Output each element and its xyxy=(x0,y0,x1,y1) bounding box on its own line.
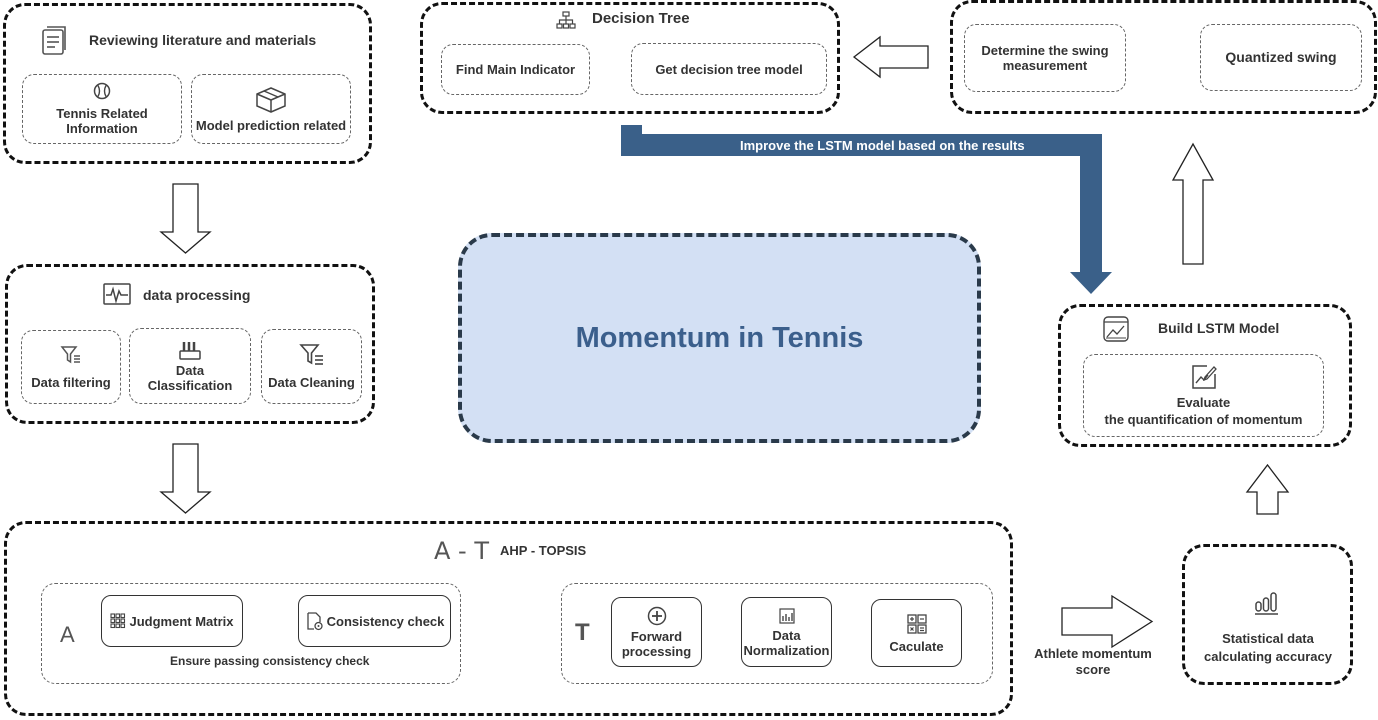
pulse-monitor-icon xyxy=(102,282,132,308)
improve-label: Improve the LSTM model based on the resu… xyxy=(740,138,1025,153)
ahp-group-label: A xyxy=(60,622,75,647)
plus-circle-icon xyxy=(647,606,667,626)
funnel-list-icon xyxy=(298,343,325,367)
calculator-icon xyxy=(906,613,928,635)
find-indicator-label: Find Main Indicator xyxy=(455,62,576,77)
evaluate-box: Evaluate the quantification of momentum xyxy=(1083,354,1324,437)
edit-chart-icon xyxy=(1191,364,1217,390)
bar-chart-icon xyxy=(778,607,796,625)
tennis-ball-icon xyxy=(93,82,111,100)
ahp-topsis-title: AHP - TOPSIS xyxy=(500,543,587,558)
quantized-swing-box: Quantized swing xyxy=(1200,24,1362,91)
processing-title: data processing xyxy=(143,287,251,303)
stats-label: Statistical data calculating accuracy xyxy=(1204,631,1332,664)
document-icon xyxy=(40,24,70,56)
evaluate-line1: Evaluate xyxy=(1176,395,1231,410)
data-cleaning-label: Data Cleaning xyxy=(268,375,355,390)
arrow-athlete-to-stats xyxy=(1061,594,1154,649)
consistency-check-label: Consistency check xyxy=(326,613,445,629)
forward-processing-label: Forward processing xyxy=(621,628,692,659)
data-cleaning-box: Data Cleaning xyxy=(261,329,362,404)
arrow-processing-to-ahp xyxy=(159,443,212,514)
get-tree-model-box: Get decision tree model xyxy=(631,43,827,95)
ahp-topsis-icon: A - T xyxy=(434,537,489,565)
arrow-improve-lstm xyxy=(621,125,1112,294)
hierarchy-icon xyxy=(555,10,577,30)
arrow-stats-to-lstm xyxy=(1245,463,1290,515)
calculate-box: Caculate xyxy=(871,599,962,667)
lstm-title: Build LSTM Model xyxy=(1158,320,1280,336)
cube-icon xyxy=(255,86,287,114)
judgment-matrix-label: Judgment Matrix xyxy=(129,613,234,629)
forward-processing-box: Forward processing xyxy=(611,597,702,667)
loop-label: Ensure passing consistency check xyxy=(170,654,370,668)
model-prediction-box: Model prediction related xyxy=(191,74,351,144)
arrow-swing-to-decision-tree xyxy=(852,35,929,79)
tennis-info-label: Tennis Related Information xyxy=(56,106,148,136)
filter-icon xyxy=(60,345,82,365)
bar-graph-icon xyxy=(1254,590,1282,616)
get-tree-model-label: Get decision tree model xyxy=(655,61,803,77)
calculate-label: Caculate xyxy=(889,638,944,654)
judgment-matrix-box: Judgment Matrix xyxy=(101,595,243,647)
consistency-check-box: Consistency check xyxy=(298,595,451,647)
data-filtering-label: Data filtering xyxy=(31,374,111,390)
athlete-score-label: Athlete momentum score xyxy=(1034,646,1152,677)
data-classification-box: Data Classification xyxy=(129,328,251,404)
data-filtering-box: Data filtering xyxy=(21,330,121,404)
data-normalization-label: Data Normalization xyxy=(743,627,830,658)
determine-swing-label: Determine the swing measurement xyxy=(981,43,1109,73)
arrow-lstm-to-swing xyxy=(1171,142,1215,265)
topsis-group-label: T xyxy=(575,619,590,646)
determine-swing-box: Determine the swing measurement xyxy=(964,24,1126,92)
momentum-center-box: Momentum in Tennis xyxy=(458,233,981,443)
grid-icon xyxy=(110,613,126,629)
window-chart-icon xyxy=(1102,315,1130,343)
document-check-icon xyxy=(305,611,325,631)
model-prediction-label: Model prediction related xyxy=(195,117,347,133)
data-normalization-box: Data Normalization xyxy=(741,597,832,667)
momentum-title: Momentum in Tennis xyxy=(575,321,864,354)
tennis-info-box: Tennis Related Information xyxy=(22,74,182,144)
evaluate-line2: the quantification of momentum xyxy=(1104,412,1303,427)
decision-tree-title: Decision Tree xyxy=(592,10,690,27)
data-classification-label: Data Classification xyxy=(147,363,233,393)
find-indicator-box: Find Main Indicator xyxy=(441,44,590,95)
literature-title: Reviewing literature and materials xyxy=(89,32,317,48)
quantized-swing-label: Quantized swing xyxy=(1225,49,1337,65)
sort-bins-icon xyxy=(177,339,203,361)
arrow-literature-to-processing xyxy=(159,183,212,254)
